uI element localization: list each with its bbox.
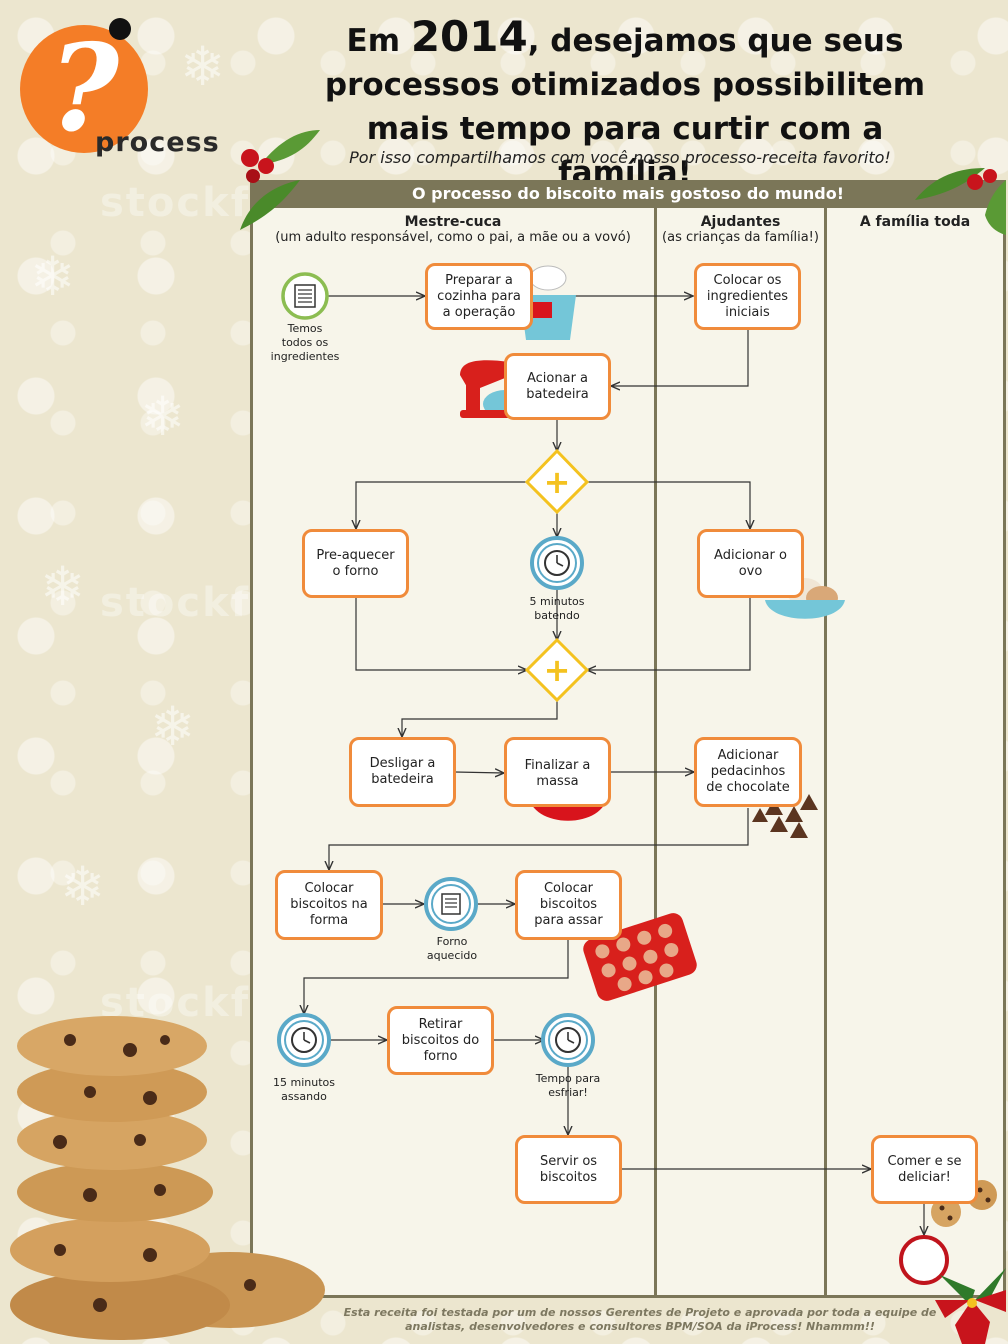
lane-head-ajudantes: Ajudantes (as crianças da família!) xyxy=(657,214,824,245)
footer-note: Esta receita foi testada por um de nosso… xyxy=(343,1306,937,1333)
lane-title: Mestre-cuca xyxy=(404,214,502,230)
task-label: Finalizar a massa xyxy=(524,758,591,789)
logo-mark: ? xyxy=(48,18,120,159)
timer-event-label: 5 minutos batendo xyxy=(529,595,585,622)
task-label: Retirar biscoitos do forno xyxy=(401,1016,480,1064)
pool-title: O processo do biscoito mais gostoso do m… xyxy=(250,180,1006,208)
task-place-cookies[interactable]: Colocar biscoitos na forma xyxy=(275,870,383,940)
task-enjoy[interactable]: Comer e se deliciar! xyxy=(871,1135,978,1204)
task-label: Servir os biscoitos xyxy=(539,1153,598,1185)
task-label: Desligar a batedeira xyxy=(369,756,436,787)
headline-year: 2014 xyxy=(410,12,528,61)
headline-suffix: , desejamos que seus processos otimizado… xyxy=(324,23,926,191)
task-label: Colocar biscoitos para assar xyxy=(534,881,603,928)
task-bake-cookies[interactable]: Colocar biscoitos para assar xyxy=(515,870,622,940)
task-start-mixer[interactable]: Acionar a batedeira xyxy=(504,353,611,420)
task-label: Colocar os ingredientes iniciais xyxy=(706,272,789,320)
task-preheat-oven[interactable]: Pre-aquecer o forno xyxy=(302,529,409,598)
task-label: Adicionar o ovo xyxy=(714,547,787,579)
task-add-egg[interactable]: Adicionar o ovo xyxy=(697,529,804,598)
lane-head-familia: A família toda xyxy=(827,214,1003,230)
headline: Em 2014, desejamos que seus processos ot… xyxy=(300,15,950,195)
task-stop-mixer[interactable]: Desligar a batedeira xyxy=(349,737,456,807)
lane-subtitle: (um adulto responsável, como o pai, a mã… xyxy=(275,230,631,245)
start-event-label: Temos todos os ingredientes xyxy=(270,322,340,363)
task-prepare-kitchen[interactable]: Preparar a cozinha para a operação xyxy=(425,263,533,330)
intermediate-event-label: Forno aquecido xyxy=(426,935,478,962)
snowflake-icon: ❄ xyxy=(140,385,186,448)
headline-prefix: Em xyxy=(346,23,411,59)
task-add-chocolate[interactable]: Adicionar pedacinhos de chocolate xyxy=(694,737,802,807)
logo-dot xyxy=(109,18,131,40)
lane-title: A família toda xyxy=(859,214,971,230)
snowflake-icon: ❄ xyxy=(60,855,106,918)
lane-divider xyxy=(824,208,827,1298)
snowflake-icon: ❄ xyxy=(150,695,196,758)
timer-event-label: 15 minutos assando xyxy=(273,1076,335,1103)
logo-text: process xyxy=(95,127,220,158)
task-label: Acionar a batedeira xyxy=(526,370,589,402)
logo-circle xyxy=(20,25,148,153)
subtitle: Por isso compartilhamos com você nosso p… xyxy=(349,148,891,167)
snowflake-icon: ❄ xyxy=(40,555,86,618)
task-label: Preparar a cozinha para a operação xyxy=(437,272,521,320)
snowflake-icon: ❄ xyxy=(180,35,226,98)
timer-event-label: Tempo para esfriar! xyxy=(535,1072,601,1099)
task-serve-cookies[interactable]: Servir os biscoitos xyxy=(515,1135,622,1204)
task-label: Adicionar pedacinhos de chocolate xyxy=(706,748,790,795)
task-label: Pre-aquecer o forno xyxy=(316,547,395,579)
lane-head-mestre-cuca: Mestre-cuca (um adulto responsável, como… xyxy=(253,214,653,245)
lane-subtitle: (as crianças da família!) xyxy=(662,230,819,245)
snowflake-icon: ❄ xyxy=(30,245,76,308)
task-label: Colocar biscoitos na forma xyxy=(290,881,368,928)
lane-divider xyxy=(654,208,657,1298)
task-label: Comer e se deliciar! xyxy=(887,1154,962,1185)
task-initial-ingredients[interactable]: Colocar os ingredientes iniciais xyxy=(694,263,801,330)
task-finish-dough[interactable]: Finalizar a massa xyxy=(504,737,611,807)
lane-title: Ajudantes xyxy=(700,214,781,230)
task-remove-cookies[interactable]: Retirar biscoitos do forno xyxy=(387,1006,494,1075)
